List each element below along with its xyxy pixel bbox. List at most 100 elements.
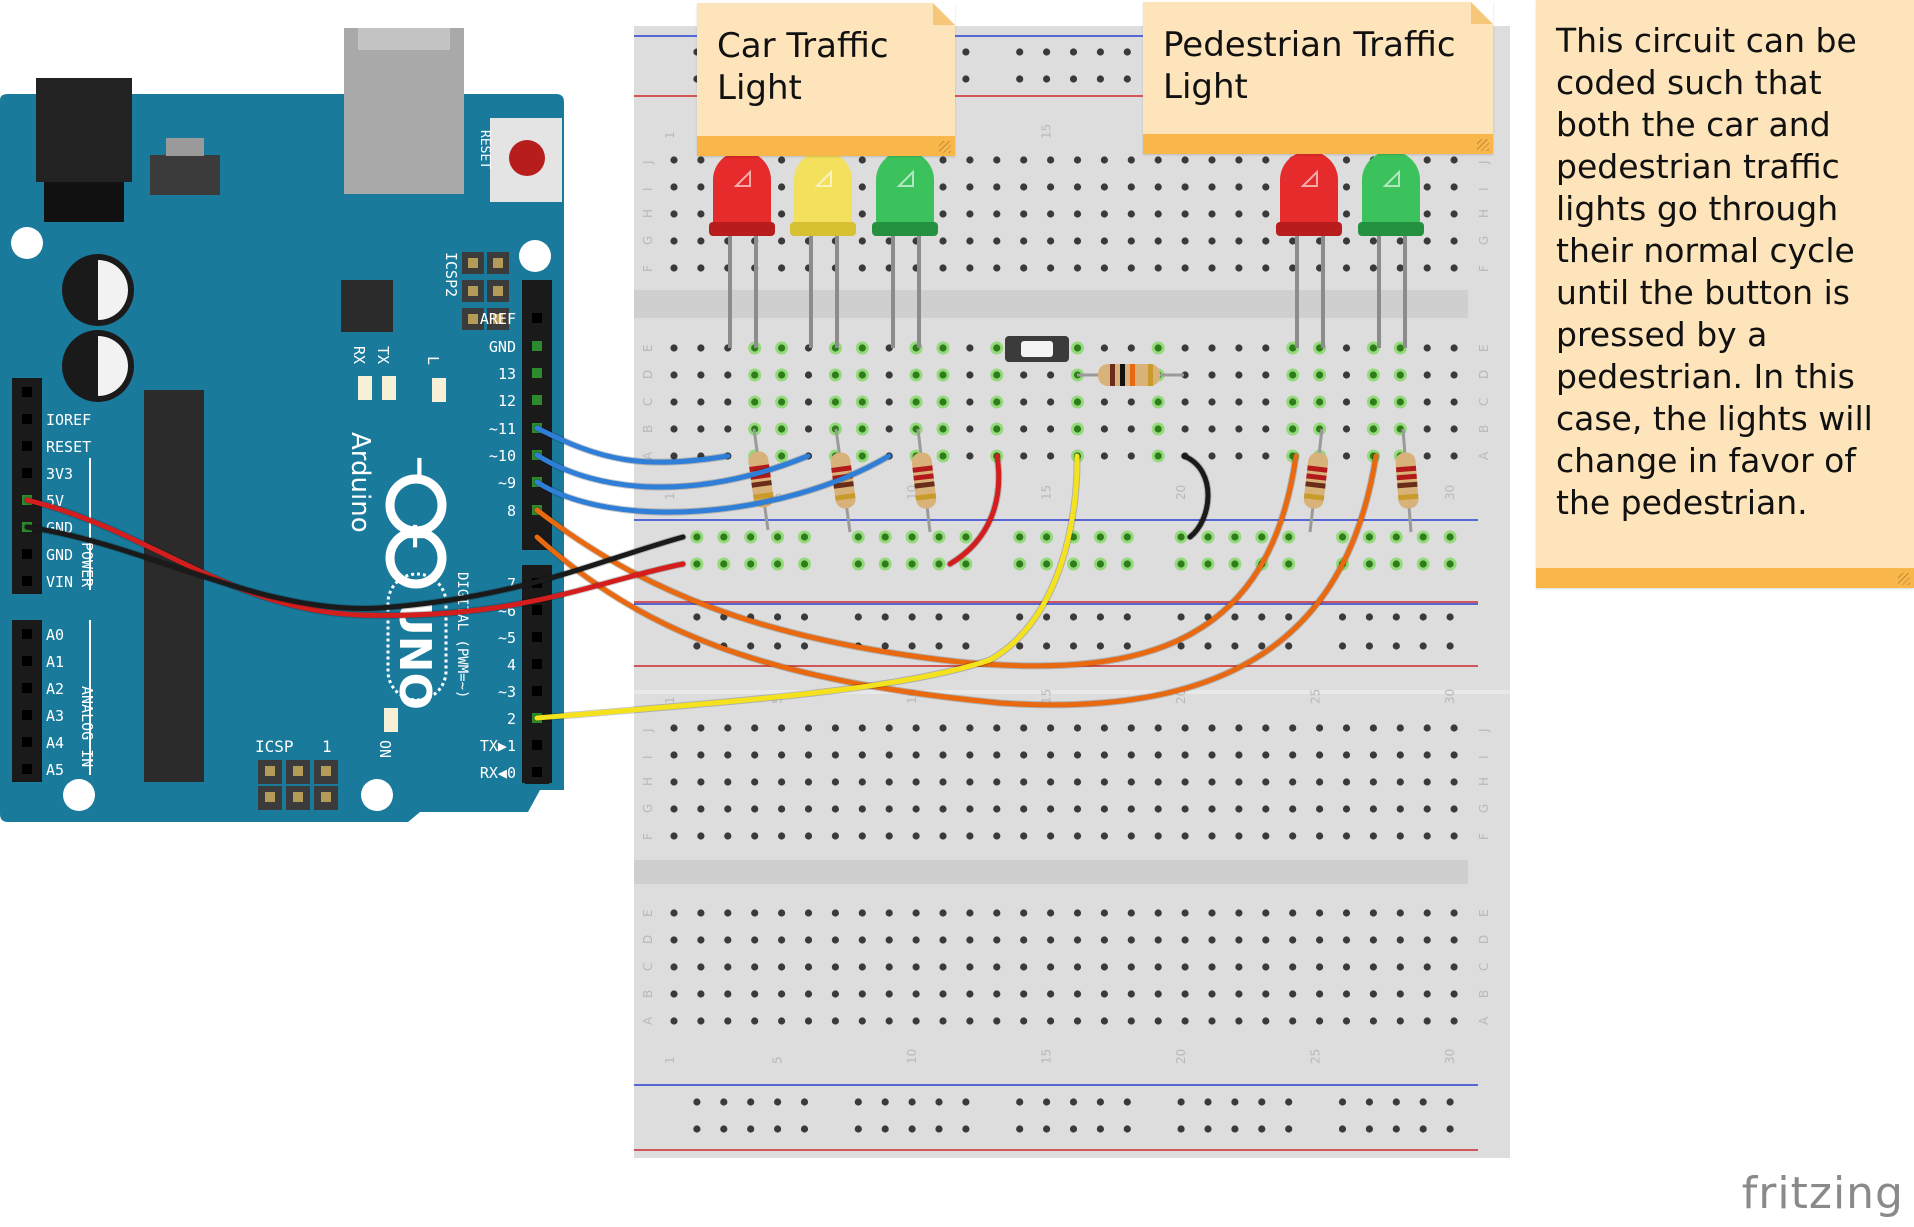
breadboard-hole[interactable] — [724, 936, 732, 944]
breadboard-hole[interactable] — [670, 751, 678, 759]
rail-hole[interactable] — [1204, 642, 1212, 650]
breadboard-hole[interactable] — [1073, 909, 1082, 917]
breadboard-hole[interactable] — [1073, 398, 1082, 406]
breadboard-hole[interactable] — [1020, 183, 1028, 191]
breadboard-hole[interactable] — [1289, 751, 1297, 759]
breadboard-hole[interactable] — [1262, 344, 1270, 352]
breadboard-hole[interactable] — [778, 724, 786, 732]
breadboard-hole[interactable] — [966, 156, 974, 164]
rail-hole[interactable] — [854, 1098, 862, 1106]
breadboard-hole[interactable] — [1100, 425, 1108, 433]
rail-hole[interactable] — [1177, 1125, 1185, 1133]
breadboard-hole[interactable] — [1020, 936, 1028, 944]
breadboard-hole[interactable] — [939, 452, 947, 460]
breadboard-hole[interactable] — [966, 1017, 974, 1025]
breadboard-hole[interactable] — [1396, 264, 1404, 272]
breadboard-hole[interactable] — [939, 990, 947, 998]
breadboard-hole[interactable] — [1450, 963, 1458, 971]
breadboard-hole[interactable] — [697, 936, 705, 944]
breadboard-hole[interactable] — [912, 751, 920, 759]
breadboard-hole[interactable] — [670, 183, 678, 191]
breadboard-hole[interactable] — [939, 724, 947, 732]
breadboard-hole[interactable] — [670, 425, 678, 433]
rail-hole[interactable] — [1016, 1098, 1024, 1106]
red-led[interactable] — [1280, 151, 1338, 225]
breadboard-hole[interactable] — [751, 398, 759, 406]
breadboard-hole[interactable] — [966, 990, 974, 998]
rail-hole[interactable] — [1285, 613, 1293, 621]
rail-hole[interactable] — [1123, 75, 1131, 83]
rail-hole[interactable] — [1043, 560, 1051, 568]
breadboard-hole[interactable] — [1154, 936, 1162, 944]
breadboard-hole[interactable] — [858, 425, 866, 433]
wire-5v-rail-jumper[interactable] — [947, 453, 1002, 567]
rail-hole[interactable] — [1338, 533, 1347, 541]
breadboard-hole[interactable] — [724, 963, 732, 971]
breadboard-hole[interactable] — [1450, 398, 1458, 406]
breadboard-hole[interactable] — [858, 751, 866, 759]
breadboard-hole[interactable] — [1289, 371, 1297, 379]
breadboard-hole[interactable] — [1235, 724, 1243, 732]
breadboard-hole[interactable] — [1073, 805, 1082, 813]
breadboard-hole[interactable] — [1369, 832, 1377, 840]
rail-hole[interactable] — [1016, 48, 1024, 56]
breadboard-hole[interactable] — [966, 909, 974, 917]
breadboard-hole[interactable] — [885, 1017, 893, 1025]
rail-hole[interactable] — [1258, 642, 1266, 650]
breadboard-hole[interactable] — [1342, 936, 1351, 944]
breadboard-hole[interactable] — [1020, 156, 1028, 164]
rail-hole[interactable] — [1285, 1098, 1293, 1106]
rail-hole[interactable] — [935, 642, 943, 650]
rail-hole[interactable] — [1285, 642, 1293, 650]
breadboard-hole[interactable] — [697, 909, 705, 917]
breadboard-hole[interactable] — [912, 398, 920, 406]
breadboard-hole[interactable] — [1235, 963, 1243, 971]
breadboard-hole[interactable] — [1100, 344, 1108, 352]
rail-hole[interactable] — [908, 1125, 916, 1133]
resistor[interactable] — [1395, 428, 1419, 533]
breadboard-hole[interactable] — [1342, 805, 1351, 813]
breadboard-hole[interactable] — [1020, 751, 1028, 759]
breadboard-hole[interactable] — [751, 751, 759, 759]
breadboard-hole[interactable] — [1262, 237, 1270, 245]
reset-button[interactable] — [509, 140, 545, 176]
breadboard-hole[interactable] — [885, 724, 893, 732]
breadboard-hole[interactable] — [1208, 210, 1216, 218]
breadboard-hole[interactable] — [993, 183, 1001, 191]
breadboard-hole[interactable] — [939, 344, 947, 352]
rail-hole[interactable] — [800, 1125, 809, 1133]
rail-hole[interactable] — [1096, 533, 1104, 541]
breadboard-hole[interactable] — [1073, 724, 1082, 732]
rail-hole[interactable] — [1204, 1125, 1212, 1133]
pull-down-resistor[interactable] — [1077, 364, 1184, 386]
breadboard-hole[interactable] — [1396, 832, 1404, 840]
breadboard-hole[interactable] — [1127, 832, 1135, 840]
rail-hole[interactable] — [1365, 1125, 1373, 1133]
wire-pin2-to-button[interactable] — [534, 453, 1080, 721]
rail-hole[interactable] — [1069, 1098, 1078, 1106]
breadboard-hole[interactable] — [1450, 425, 1458, 433]
breadboard-hole[interactable] — [1316, 963, 1324, 971]
breadboard-hole[interactable] — [993, 237, 1001, 245]
breadboard-hole[interactable] — [1289, 398, 1297, 406]
rail-hole[interactable] — [1177, 533, 1185, 541]
breadboard-hole[interactable] — [1208, 398, 1216, 406]
breadboard-hole[interactable] — [1208, 778, 1216, 786]
breadboard-hole[interactable] — [831, 398, 840, 406]
breadboard-hole[interactable] — [1423, 778, 1431, 786]
breadboard-hole[interactable] — [1396, 724, 1404, 732]
breadboard-hole[interactable] — [1450, 183, 1458, 191]
breadboard-hole[interactable] — [804, 398, 813, 406]
breadboard-hole[interactable] — [1262, 156, 1270, 164]
breadboard-hole[interactable] — [724, 751, 732, 759]
breadboard-hole[interactable] — [1369, 963, 1377, 971]
breadboard-hole[interactable] — [885, 990, 893, 998]
breadboard-hole[interactable] — [858, 344, 866, 352]
breadboard-hole[interactable] — [993, 425, 1001, 433]
breadboard-hole[interactable] — [778, 210, 786, 218]
breadboard-hole[interactable] — [724, 990, 732, 998]
rail-hole[interactable] — [1419, 560, 1427, 568]
rail-hole[interactable] — [1392, 1098, 1400, 1106]
breadboard-hole[interactable] — [1208, 371, 1216, 379]
breadboard-hole[interactable] — [778, 452, 786, 460]
